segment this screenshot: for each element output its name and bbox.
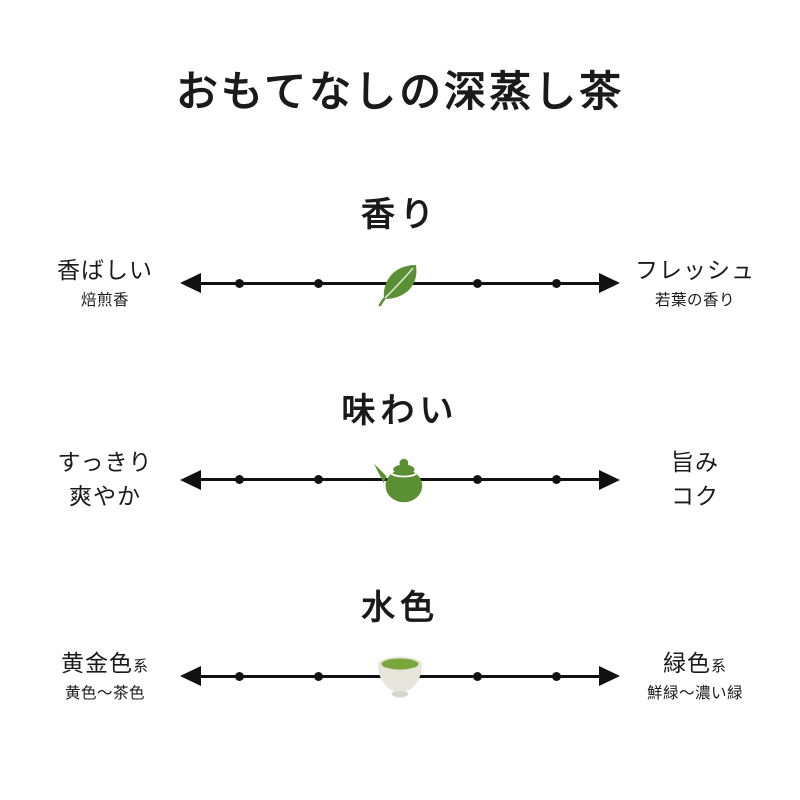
right-label-main: 旨み (620, 447, 770, 478)
scale-dot (235, 278, 245, 288)
scale-dot (313, 475, 323, 485)
right-label-sub: コク (671, 483, 719, 510)
scale-aroma-left-label: 香ばしい 焙煎香 (30, 255, 180, 312)
left-label-main: 香ばしい (30, 255, 180, 286)
left-label-text: 香ばしい (57, 256, 153, 283)
scale-taste-heading: 味わい (341, 393, 459, 430)
right-label-text: 緑色 (662, 649, 711, 676)
scale-dot (551, 278, 561, 288)
left-label-sub: 焙煎香 (80, 291, 129, 309)
left-label-main: 黄金色系 (30, 648, 180, 679)
scale-dot (235, 475, 245, 485)
scale-taste-row: すっきり 爽やか (0, 447, 800, 512)
scale-aroma-right-label: フレッシュ 若葉の香り (620, 255, 770, 312)
left-label-sub: 黄色〜茶色 (64, 684, 145, 702)
right-label-main: 緑色系 (620, 648, 770, 679)
scale-liquor-color-track (180, 644, 620, 708)
leaf-icon (378, 259, 422, 307)
scale-aroma-row: 香ばしい 焙煎香 (0, 251, 800, 315)
right-label-main: フレッシュ (620, 255, 770, 286)
left-label-suffix: 系 (132, 657, 149, 675)
left-label-sub: 爽やか (69, 483, 141, 510)
scale-dot (313, 671, 323, 681)
scale-dot (551, 671, 561, 681)
scale-taste-left-label: すっきり 爽やか (30, 447, 180, 512)
right-label-text: 旨み (671, 449, 719, 475)
teacup-icon (370, 652, 430, 700)
arrow-right-icon (599, 273, 620, 293)
scale-taste-track (180, 448, 620, 512)
scale-taste-right-label: 旨み コク (620, 447, 770, 512)
right-label-sub: 若葉の香り (654, 291, 735, 309)
right-label-text: フレッシュ (635, 256, 755, 283)
scale-dot (473, 278, 483, 288)
teapot-icon (371, 454, 429, 506)
scale-dot (473, 671, 483, 681)
scale-liquor-color-left-label: 黄金色系 黄色〜茶色 (30, 648, 180, 705)
scale-aroma-heading: 香り (361, 197, 439, 234)
scale-taste: 味わい すっきり 爽やか (0, 395, 800, 512)
left-label-main: すっきり (30, 447, 180, 478)
scales-container: 香り 香ばしい 焙煎香 (0, 199, 800, 708)
scale-dot (551, 475, 561, 485)
scale-liquor-color-right-label: 緑色系 鮮緑〜濃い緑 (620, 648, 770, 705)
scale-liquor-color: 水色 黄金色系 黄色〜茶色 (0, 592, 800, 708)
right-label-suffix: 系 (710, 657, 727, 675)
page-title: おもてなしの深蒸し茶 (175, 70, 625, 116)
arrow-right-icon (599, 469, 620, 490)
scale-dot (473, 475, 483, 485)
right-label-sub: 鮮緑〜濃い緑 (646, 684, 743, 702)
scale-aroma-track (180, 251, 620, 315)
left-label-text: 黄金色 (60, 649, 133, 676)
scale-dot (313, 278, 323, 288)
scale-aroma: 香り 香ばしい 焙煎香 (0, 199, 800, 315)
scale-dot (235, 671, 245, 681)
left-label-text: すっきり (57, 449, 153, 475)
arrow-right-icon (599, 666, 620, 687)
scale-liquor-color-row: 黄金色系 黄色〜茶色 (0, 644, 800, 708)
scale-liquor-color-heading: 水色 (361, 590, 439, 628)
